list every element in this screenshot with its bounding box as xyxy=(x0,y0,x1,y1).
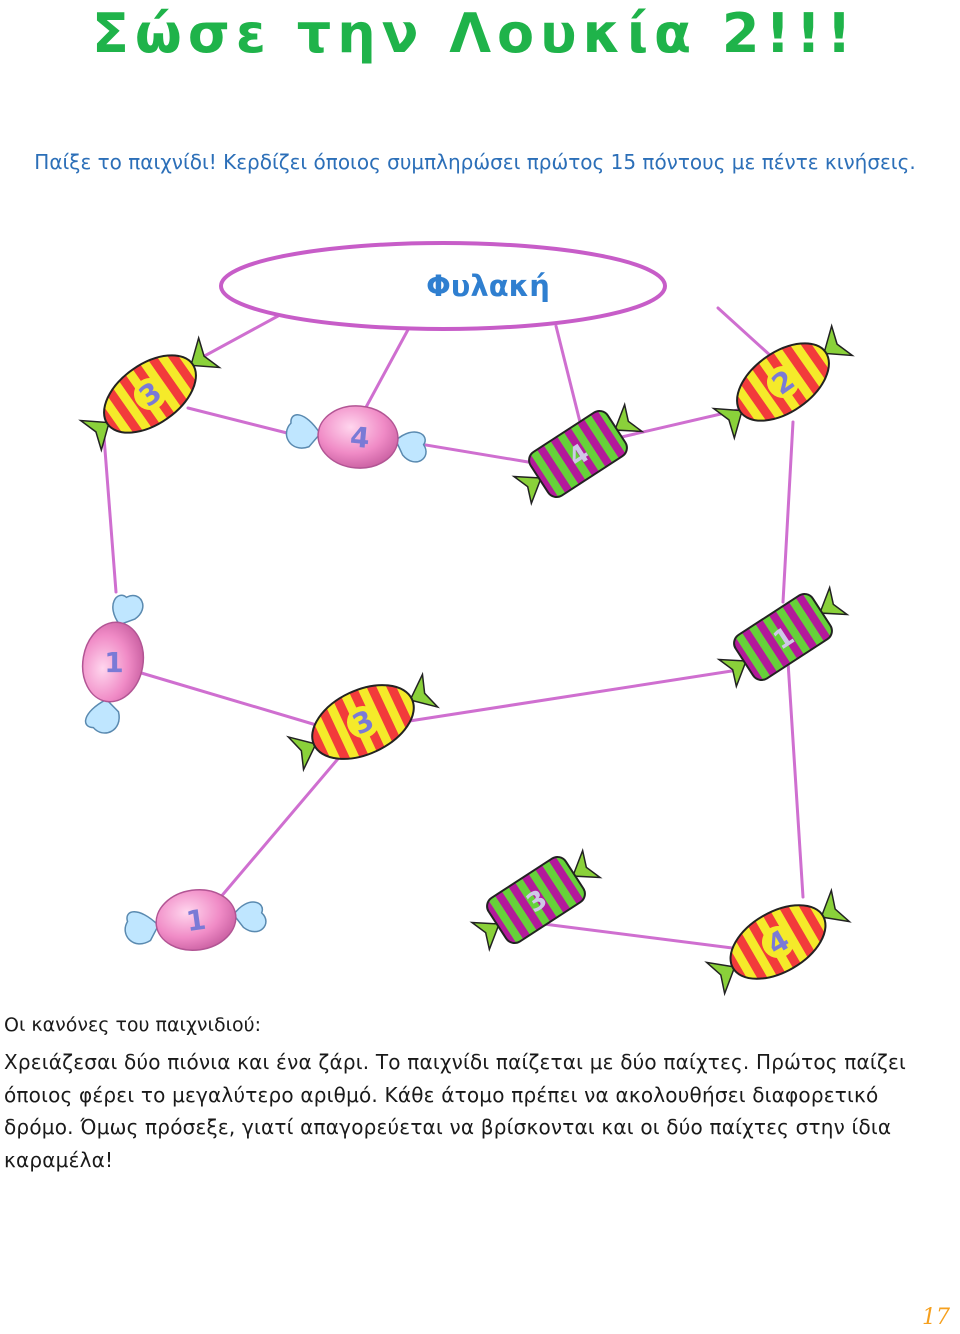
candy-node: 2 xyxy=(711,323,855,441)
candy-node: 3 xyxy=(285,671,441,773)
rules-heading: Οι κανόνες του παιχνιδιού: xyxy=(4,1014,262,1036)
path-line xyxy=(101,422,118,594)
candy-node: 3 xyxy=(469,848,603,952)
path-line xyxy=(786,660,805,899)
path-line xyxy=(356,324,412,424)
board-paths xyxy=(101,306,805,952)
candy-node: 4 xyxy=(285,405,427,469)
path-line xyxy=(554,324,582,424)
candy-node: 1 xyxy=(716,585,850,689)
candy-node: 3 xyxy=(78,335,222,453)
rules-text: Χρειάζεσαι δύο πιόνια και ένα ζάρι. Το π… xyxy=(4,1050,906,1172)
candy-number: 4 xyxy=(349,420,371,455)
intro-text: Παίξε το παιχνίδι! Κερδίζει όποιος συμπλ… xyxy=(34,150,916,174)
candy-number: 1 xyxy=(104,646,123,679)
goal-label: Φυλακή xyxy=(426,269,550,303)
candy-number: 1 xyxy=(184,903,208,938)
path-line xyxy=(401,668,740,724)
path-line xyxy=(598,408,740,444)
path-line xyxy=(206,745,350,914)
path-line xyxy=(136,670,325,729)
game-board: Φυλακή 3 4 4 2 1 xyxy=(78,241,855,997)
page-title: Σώσε την Λουκία 2!!! xyxy=(92,2,858,65)
page-number: 17 xyxy=(922,1305,950,1330)
path-line xyxy=(526,920,750,952)
path-line xyxy=(781,420,795,604)
candy-node: 1 xyxy=(124,889,267,951)
path-line xyxy=(186,406,305,439)
candy-node: 4 xyxy=(511,402,645,506)
goal-ellipse xyxy=(219,241,667,331)
candy-node: 4 xyxy=(704,887,852,997)
candy-node xyxy=(81,594,145,734)
